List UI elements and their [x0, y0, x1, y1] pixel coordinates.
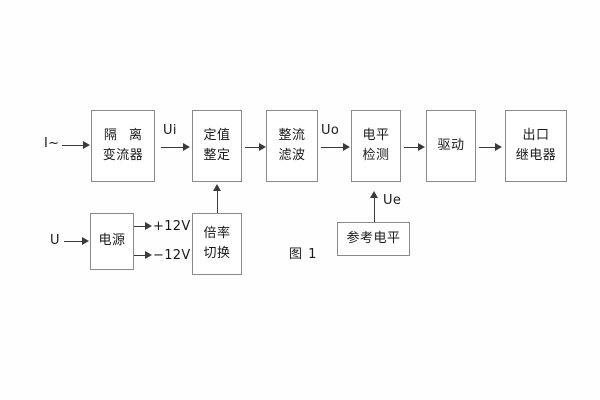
- block-driver-line-1: 驱动: [437, 137, 465, 153]
- block-rectifier-filter[interactable]: 整流 滤波: [266, 110, 318, 182]
- block-multiplier-line-2: 切换: [203, 246, 231, 261]
- driver-to-output-line: [479, 147, 497, 148]
- level-to-driver-line: [404, 147, 420, 148]
- block-output-relay[interactable]: 出口 继电器: [505, 110, 567, 182]
- reference-to-level-arrow-icon: [370, 191, 378, 198]
- minus12v-line: [134, 255, 147, 256]
- block-multiplier-switch[interactable]: 倍率 切换: [192, 213, 242, 275]
- uo-signal-label: Uo: [321, 123, 340, 138]
- block-level-line-2: 检测: [362, 148, 390, 163]
- block-isolation-transformer[interactable]: 隔 离 变流器: [91, 110, 155, 182]
- block-rectifier-line-2: 滤波: [278, 148, 306, 163]
- reference-to-level-line: [374, 197, 375, 222]
- uo-arrow-icon: [343, 143, 350, 151]
- block-power-supply[interactable]: 电源: [90, 213, 134, 270]
- level-to-driver-arrow-icon: [418, 143, 425, 151]
- figure-caption: 图 1: [289, 247, 318, 262]
- minus12v-arrow-icon: [145, 251, 152, 259]
- block-multiplier-line-1: 倍率: [203, 225, 231, 241]
- ui-arrow-icon: [183, 143, 190, 151]
- block-setting-line-2: 整定: [203, 148, 231, 163]
- block-level-line-1: 电平: [362, 127, 390, 143]
- setting-to-rectifier-arrow-icon: [259, 143, 266, 151]
- block-output-line-2: 继电器: [515, 148, 557, 163]
- ui-connector-line: [161, 147, 184, 148]
- voltage-input-arrow-icon: [82, 237, 89, 245]
- block-isolation-line-2: 变流器: [102, 148, 144, 163]
- block-rectifier-line-1: 整流: [278, 127, 306, 143]
- block-reference-level[interactable]: 参考电平: [337, 222, 410, 256]
- block-isolation-line-1: 隔 离: [103, 127, 147, 143]
- voltage-input-label: U: [50, 233, 60, 248]
- plus12v-arrow-icon: [145, 222, 152, 230]
- plus12v-label: +12V: [153, 219, 191, 234]
- ui-signal-label: Ui: [163, 123, 177, 138]
- setting-to-rectifier-line: [245, 147, 261, 148]
- plus12v-line: [134, 226, 147, 227]
- block-level-detection[interactable]: 电平 检测: [351, 110, 401, 182]
- multiplier-to-setting-line: [217, 190, 218, 213]
- current-input-arrow-icon: [83, 141, 90, 149]
- current-input-line: [62, 145, 84, 146]
- block-setting-line-1: 定值: [203, 127, 231, 143]
- block-setting-adjustment[interactable]: 定值 整定: [192, 110, 242, 182]
- block-driver[interactable]: 驱动: [426, 110, 476, 182]
- block-output-line-1: 出口: [522, 127, 550, 143]
- ue-signal-label: Ue: [383, 193, 402, 208]
- driver-to-output-arrow-icon: [495, 143, 502, 151]
- current-input-label: I~: [44, 136, 60, 151]
- multiplier-to-setting-arrow-icon: [213, 184, 221, 191]
- voltage-input-line: [64, 241, 84, 242]
- block-reference-line-1: 参考电平: [346, 230, 401, 246]
- block-power-line-1: 电源: [98, 233, 126, 249]
- uo-connector-line: [321, 147, 344, 148]
- minus12v-label: −12V: [153, 248, 191, 263]
